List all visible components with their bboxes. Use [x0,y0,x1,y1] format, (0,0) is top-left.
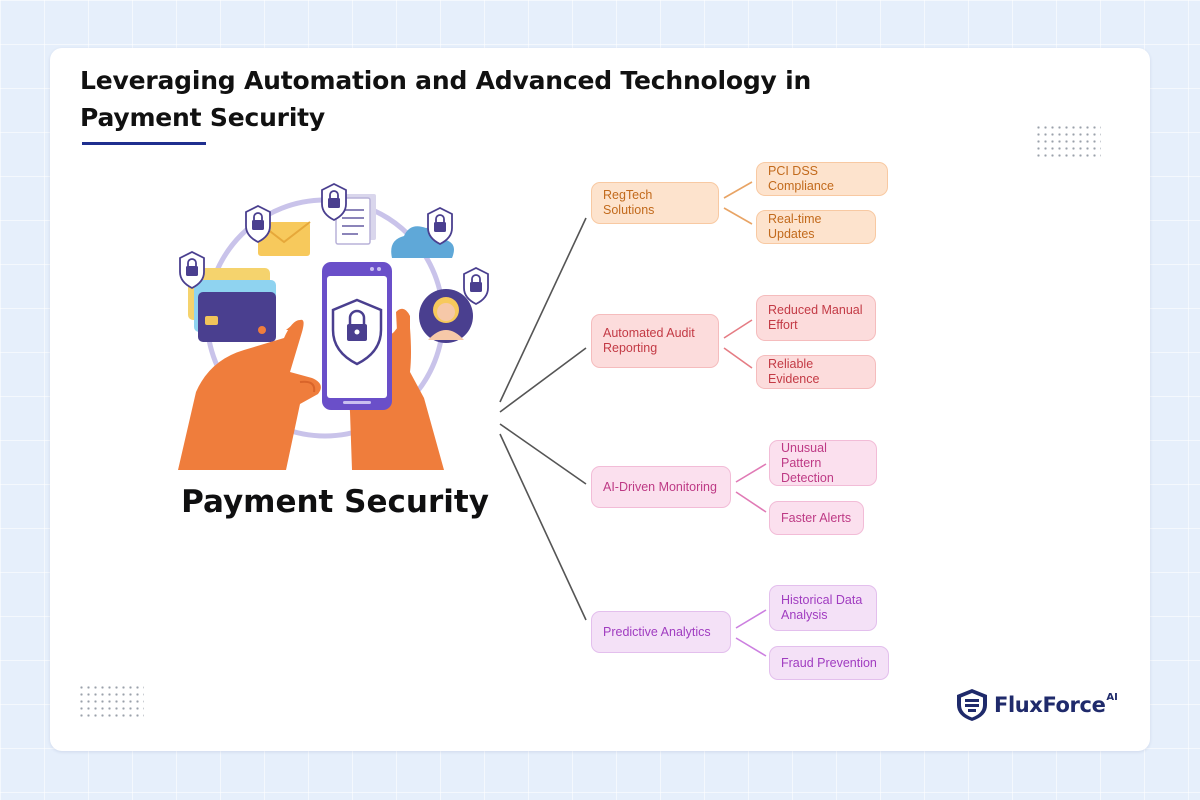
padlock-icon [245,204,271,244]
leaf-node: Unusual Pattern Detection [769,440,877,486]
connector-leaf [723,181,753,199]
connector-leaf [735,491,767,513]
branch-node-audit-reporting: Automated Audit Reporting [591,314,719,368]
leaf-node: Fraud Prevention [769,646,889,680]
credit-card-icon [188,268,276,342]
connector-leaf [723,347,753,369]
connector-leaf [735,463,767,483]
connector-leaf [735,637,767,657]
connector-branch-4 [499,433,587,621]
connector-leaf [735,609,767,629]
connector-branch-1 [499,217,587,403]
shield-lock-icon [331,298,383,366]
brand-logo: FluxForce AI [956,688,1118,722]
pointing-hand [178,319,321,470]
connector-leaf [723,207,753,225]
padlock-icon [179,250,205,290]
connector-leaf [723,319,753,339]
center-label: Payment Security [181,484,489,520]
brand-name: FluxForce [994,693,1106,717]
leaf-node: Historical Data Analysis [769,585,877,631]
person-icon [419,289,473,343]
fluxforce-logo-icon [957,689,987,721]
smartphone [322,262,392,410]
branch-node-predictive-analytics: Predictive Analytics [591,611,731,653]
connector-branch-3 [499,423,587,485]
leaf-node: Reduced Manual Effort [756,295,876,341]
connector-branch-2 [499,347,587,413]
leaf-node: Reliable Evidence [756,355,876,389]
leaf-node: PCI DSS Compliance [756,162,888,196]
padlock-icon [321,182,347,222]
branch-node-regtech: RegTech Solutions [591,182,719,224]
dot-grid-decoration [78,684,144,720]
leaf-node: Faster Alerts [769,501,864,535]
padlock-icon [463,266,489,306]
brand-superscript: AI [1106,691,1118,703]
branch-node-ai-monitoring: AI-Driven Monitoring [591,466,731,508]
title-underline [82,142,206,145]
page-title: Leveraging Automation and Advanced Techn… [80,66,812,132]
padlock-icon [427,206,453,246]
dot-grid-decoration [1035,124,1101,160]
leaf-node: Real-time Updates [756,210,876,244]
